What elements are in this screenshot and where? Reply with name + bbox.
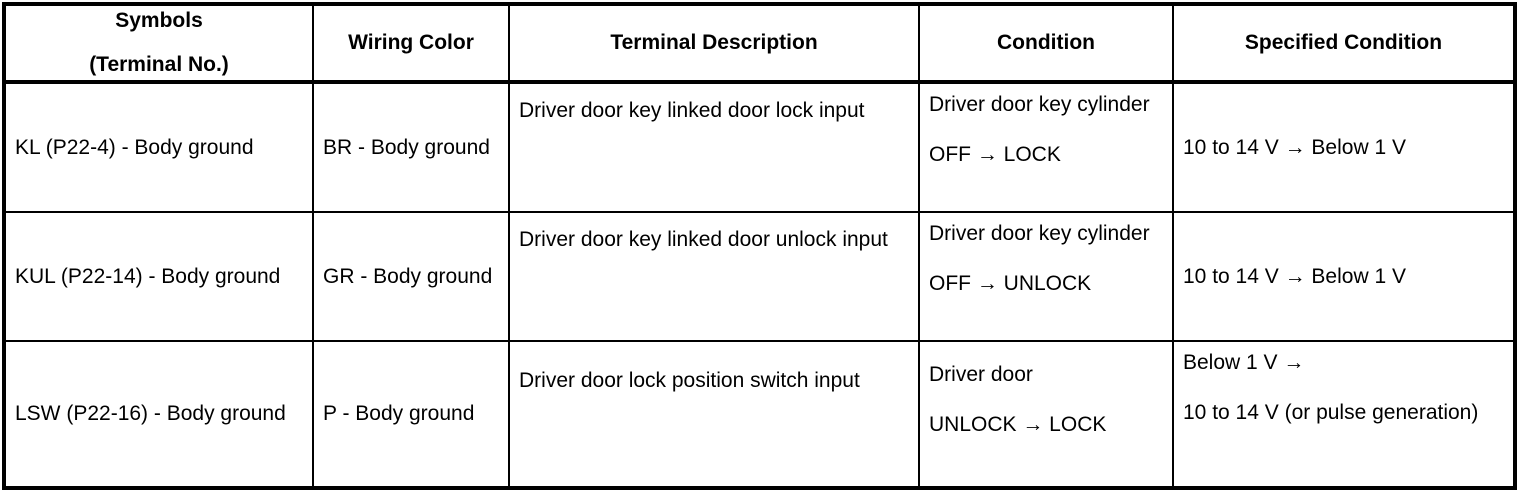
- column-header-condition: Condition: [919, 4, 1174, 85]
- cell-wiring-color: P - Body ground: [313, 339, 510, 488]
- cell-specified-condition: Below 1 V → 10 to 14 V (or pulse generat…: [1173, 339, 1515, 488]
- column-header-symbols: Symbols (Terminal No.): [4, 4, 314, 85]
- condition-state: Driver door key cylinder: [929, 222, 1150, 246]
- table-row: KL (P22-4) - Body ground BR - Body groun…: [4, 82, 1515, 213]
- table-row: KUL (P22-14) - Body ground GR - Body gro…: [4, 211, 1515, 341]
- cell-condition: Driver door key cylinder OFF → UNLOCK: [919, 211, 1174, 341]
- table-row: LSW (P22-16) - Body ground P - Body grou…: [4, 339, 1515, 488]
- cell-wiring-color: GR - Body ground: [313, 211, 510, 341]
- condition-state: Driver door key cylinder: [929, 93, 1150, 117]
- column-header-condition-label: Condition: [997, 31, 1095, 55]
- column-header-wiring-color-label: Wiring Color: [348, 31, 474, 55]
- cell-condition: Driver door UNLOCK → LOCK: [919, 339, 1174, 488]
- condition-transition: OFF → LOCK: [929, 142, 1061, 166]
- cell-terminal-description: Driver door key linked door lock input: [509, 82, 920, 213]
- header-row: Symbols (Terminal No.) Wiring Color Term…: [4, 4, 1515, 85]
- cell-specified-condition: 10 to 14 V → Below 1 V: [1173, 211, 1515, 341]
- cell-condition: Driver door key cylinder OFF → LOCK: [919, 82, 1174, 213]
- specified-value-secondary: 10 to 14 V (or pulse generation): [1183, 400, 1479, 424]
- cell-terminal-description: Driver door key linked door unlock input: [509, 211, 920, 341]
- condition-transition: UNLOCK → LOCK: [929, 412, 1107, 436]
- specified-value-primary: 10 to 14 V → Below 1 V: [1183, 264, 1406, 288]
- column-header-symbols-line2: (Terminal No.): [89, 53, 229, 77]
- condition-state: Driver door: [929, 362, 1033, 386]
- column-header-terminal-description: Terminal Description: [509, 4, 920, 85]
- cell-specified-condition: 10 to 14 V → Below 1 V: [1173, 82, 1515, 212]
- cell-wiring-color: BR - Body ground: [313, 82, 510, 213]
- specified-value-primary: 10 to 14 V → Below 1 V: [1183, 135, 1406, 159]
- specified-value-primary: Below 1 V →: [1183, 350, 1305, 374]
- column-header-terminal-description-label: Terminal Description: [610, 31, 818, 55]
- cell-symbols: LSW (P22-16) - Body ground: [4, 339, 314, 488]
- cell-symbols: KL (P22-4) - Body ground: [4, 82, 314, 213]
- column-header-specified-condition: Specified Condition: [1173, 4, 1515, 85]
- column-header-wiring-color: Wiring Color: [313, 4, 510, 85]
- cell-symbols: KUL (P22-14) - Body ground: [4, 211, 314, 341]
- table-body: KL (P22-4) - Body ground BR - Body groun…: [4, 82, 1515, 488]
- column-header-symbols-line1: Symbols: [115, 9, 203, 32]
- table-header: Symbols (Terminal No.) Wiring Color Term…: [4, 4, 1515, 85]
- condition-transition: OFF → UNLOCK: [929, 271, 1092, 295]
- cell-terminal-description: Driver door lock position switch input: [509, 339, 920, 488]
- column-header-specified-condition-label: Specified Condition: [1244, 31, 1443, 55]
